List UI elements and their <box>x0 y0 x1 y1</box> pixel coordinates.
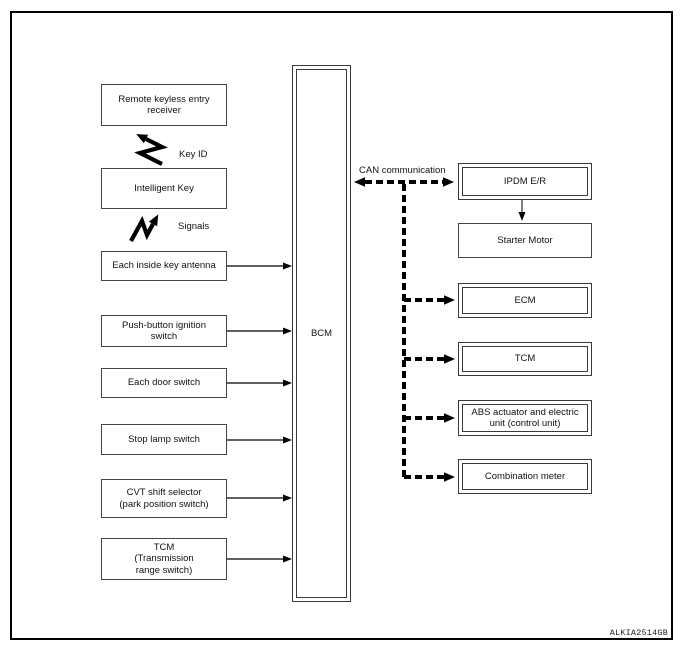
node-tcm-transmission-range-switch: TCM (Transmission range switch) <box>101 538 227 580</box>
key-id-zigzag-icon <box>134 134 168 166</box>
node-remote-keyless-entry-receiver: Remote keyless entry receiver <box>101 84 227 126</box>
node-label: Starter Motor <box>497 234 553 246</box>
node-label: TCM (Transmission range switch) <box>134 541 194 576</box>
node-label: Remote keyless entry receiver <box>118 93 210 117</box>
node-abs-actuator: ABS actuator and electric unit (control … <box>458 400 592 436</box>
node-label: Stop lamp switch <box>128 433 200 445</box>
node-label: ECM <box>514 294 536 306</box>
node-label: ABS actuator and electric unit (control … <box>471 406 579 430</box>
node-combination-meter: Combination meter <box>458 459 592 494</box>
node-starter-motor: Starter Motor <box>458 223 592 258</box>
node-inner-frame: ABS actuator and electric unit (control … <box>462 404 588 432</box>
node-ecm: ECM <box>458 283 592 318</box>
node-label: Intelligent Key <box>134 182 194 194</box>
node-bcm: BCM <box>292 65 351 602</box>
key-id-label: Key ID <box>179 149 208 160</box>
node-each-door-switch: Each door switch <box>101 368 227 398</box>
node-label: Combination meter <box>484 470 566 482</box>
node-inner-frame: TCM <box>462 346 588 372</box>
node-inner-frame: IPDM E/R <box>462 167 588 196</box>
node-ipdm-er: IPDM E/R <box>458 163 592 200</box>
can-communication-label: CAN communication <box>359 165 446 176</box>
node-label: Each door switch <box>127 377 201 389</box>
node-label: TCM <box>514 353 536 365</box>
node-tcm: TCM <box>458 342 592 376</box>
node-stop-lamp-switch: Stop lamp switch <box>101 424 227 455</box>
node-label: Push-button ignition switch <box>122 319 206 343</box>
signals-label: Signals <box>178 221 210 232</box>
node-intelligent-key: Intelligent Key <box>101 168 227 209</box>
node-inner-frame: ECM <box>462 287 588 314</box>
node-push-button-ignition-switch: Push-button ignition switch <box>101 315 227 347</box>
node-each-inside-key-antenna: Each inside key antenna <box>101 251 227 281</box>
diagram-border <box>10 11 673 640</box>
node-label: CVT shift selector (park position switch… <box>119 487 209 510</box>
node-inner-frame: Combination meter <box>462 463 588 490</box>
node-cvt-shift-selector: CVT shift selector (park position switch… <box>101 479 227 518</box>
figure-code: ALKIA2514GB <box>609 628 668 638</box>
signals-zigzag-icon <box>129 214 159 243</box>
node-label: Each inside key antenna <box>112 260 216 272</box>
node-inner-frame: BCM <box>296 69 347 598</box>
node-label: BCM <box>310 327 333 339</box>
node-label: IPDM E/R <box>503 175 547 187</box>
